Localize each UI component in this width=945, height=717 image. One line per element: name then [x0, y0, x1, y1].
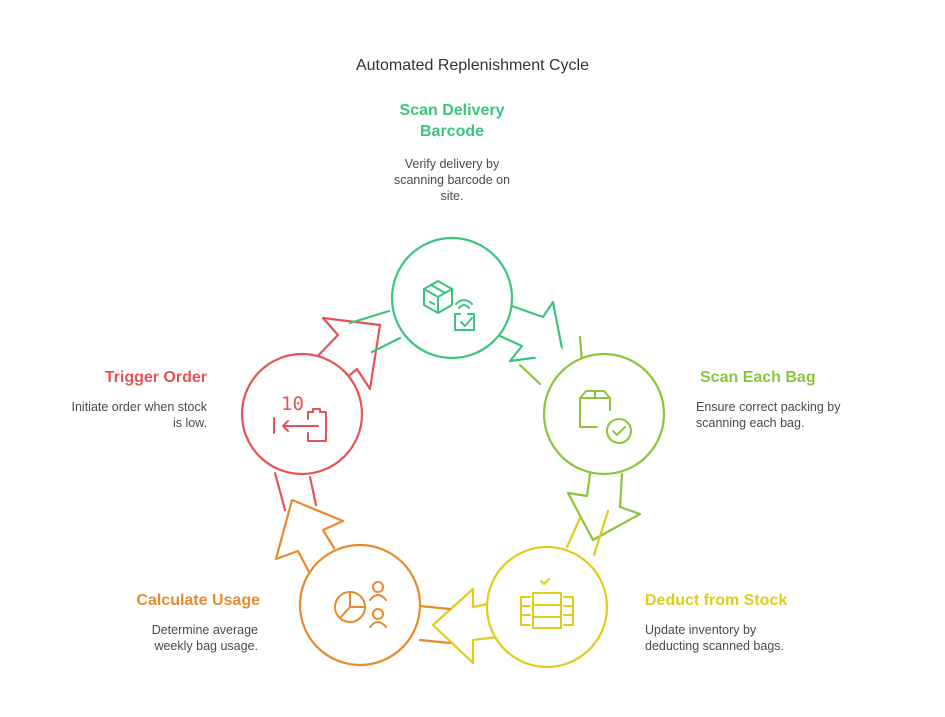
step-desc-deduct: Update inventory by deducting scanned ba…	[645, 622, 784, 654]
step-node-deduct	[485, 545, 609, 669]
step-desc-calculate: Determine average weekly bag usage.	[60, 622, 258, 654]
step-title-line: Barcode	[419, 123, 485, 140]
package-scan-icon	[423, 280, 475, 331]
order-trigger-icon: 10	[273, 393, 327, 442]
arrow-trigger-to-scan-delivery-tail	[348, 309, 402, 354]
desc-line: Initiate order when stock	[71, 400, 208, 414]
trigger-icon-number: 10	[281, 393, 304, 415]
step-desc-scan-bag: Ensure correct packing by scanning each …	[696, 399, 841, 431]
step-title-calculate: Calculate Usage	[136, 592, 260, 609]
desc-line: scanning barcode on	[393, 173, 511, 187]
step-node-trigger: 10	[240, 352, 364, 476]
step-desc-trigger: Initiate order when stock is low.	[10, 399, 208, 431]
step-title-scan-bag: Scan Each Bag	[700, 369, 816, 386]
pie-chart-users-icon	[334, 581, 387, 628]
desc-line: weekly bag usage.	[154, 639, 258, 653]
step-desc-scan-delivery: Verify delivery by scanning barcode on s…	[352, 156, 552, 204]
step-title-scan-delivery: Scan Delivery Barcode	[352, 100, 552, 142]
box-check-icon	[579, 390, 632, 444]
step-title-deduct: Deduct from Stock	[645, 592, 788, 609]
desc-line: Ensure correct packing by	[696, 400, 841, 414]
diagram-title: Automated Replenishment Cycle	[355, 57, 589, 74]
arrow-trigger-to-scan-delivery	[273, 316, 382, 512]
desc-line: Determine average	[151, 623, 258, 637]
desc-line: site.	[440, 189, 464, 203]
step-node-calculate	[298, 543, 422, 667]
step-node-scan-bag	[542, 352, 666, 476]
step-title-line: Scan Delivery	[399, 102, 505, 119]
arrow-calculate-to-trigger	[274, 498, 452, 645]
desc-line: Update inventory by	[645, 623, 757, 637]
desc-line: scanning each bag.	[696, 416, 805, 430]
desc-line: deducting scanned bags.	[645, 639, 784, 653]
desc-line: Verify delivery by	[404, 157, 500, 171]
arrow-deduct-to-calculate	[431, 509, 610, 665]
step-node-scan-delivery	[390, 236, 514, 360]
desc-line: is low.	[172, 416, 207, 430]
inventory-stack-icon	[520, 578, 574, 629]
step-title-trigger: Trigger Order	[104, 369, 207, 386]
